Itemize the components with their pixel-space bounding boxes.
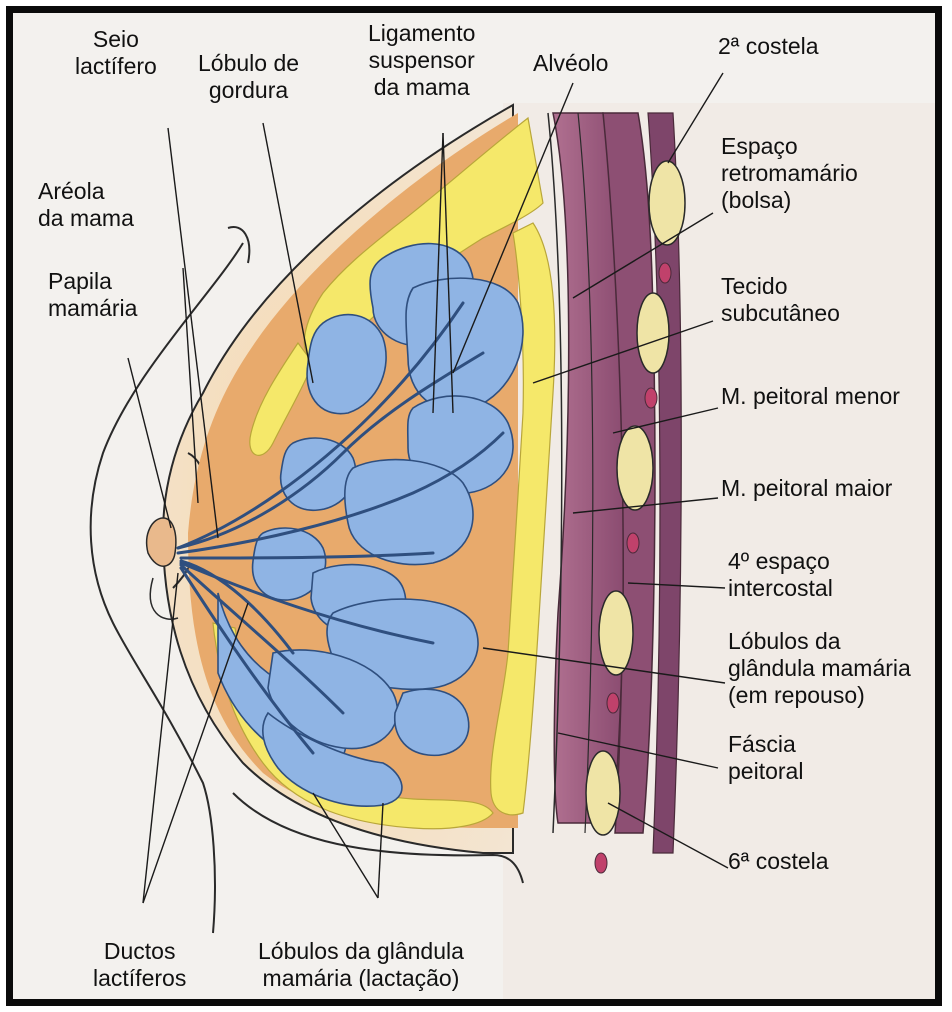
label-alveolo: Alvéolo <box>533 50 608 77</box>
label-peitoral-menor: M. peitoral menor <box>721 383 900 410</box>
label-6-costela: 6ª costela <box>728 848 829 875</box>
label-2-costela: 2ª costela <box>718 33 819 60</box>
label-peitoral-maior: M. peitoral maior <box>721 475 892 502</box>
